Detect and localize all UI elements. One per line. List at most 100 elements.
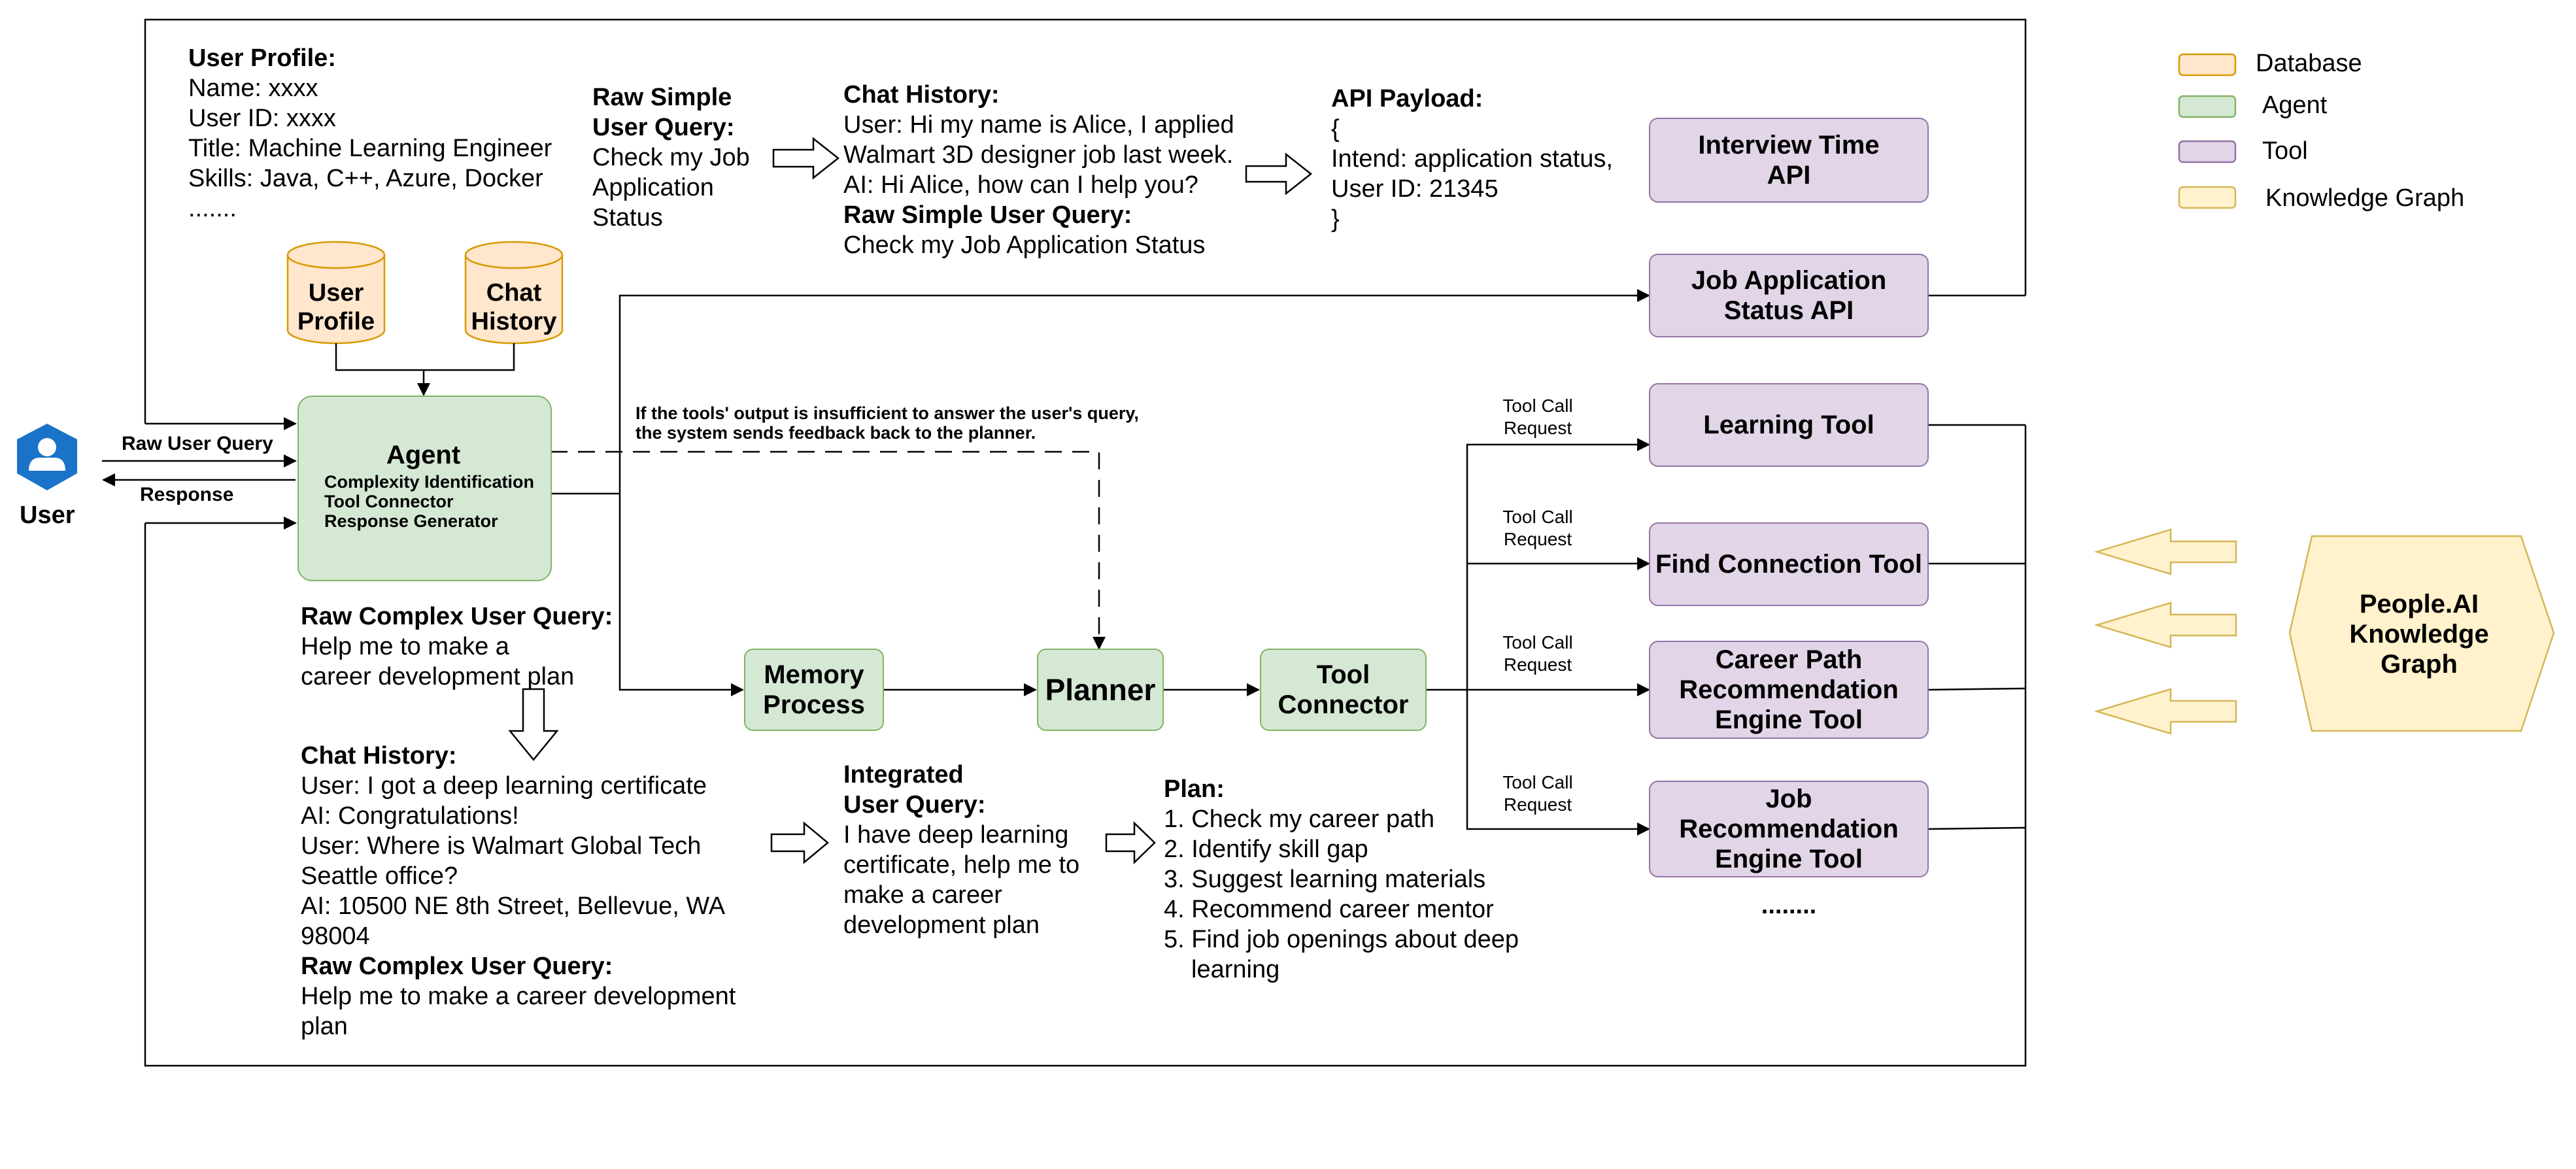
response-label: Response [140, 484, 234, 505]
agent-subitem: Complexity Identification [324, 472, 535, 492]
complex-query-text: Help me to make a career development pla… [301, 633, 575, 690]
complex-chat-query-title: Raw Complex User Query: [301, 953, 613, 980]
profile-title: User Profile: [188, 44, 336, 72]
job-rec-return [1928, 826, 2026, 830]
simple-chat-query-text: Check my Job Application Status [843, 231, 1206, 259]
tool-call-request-label: Tool Call Request [1502, 507, 1573, 549]
integrated-query-text: I have deep learning certificate, help m… [843, 821, 1080, 939]
hollow-arrow-complex-1 [770, 821, 829, 864]
api-payload-block: API Payload: { Intend: application statu… [1331, 84, 1613, 234]
profile-line: User ID: xxxx [188, 105, 336, 132]
complex-query-block: Raw Complex User Query: Help me to make … [301, 601, 628, 692]
legend-label-tool: Tool [2262, 137, 2308, 165]
tool-branch-lines [1466, 443, 1649, 830]
knowledge-graph-hexagon [2288, 535, 2555, 732]
api-payload-line: User ID: 21345 [1331, 175, 1499, 203]
profile-line: Name: xxxx [188, 75, 318, 102]
legend-swatches [2178, 53, 2237, 209]
integrated-query-title: Integrated User Query: [843, 761, 986, 819]
agent-subitem: Tool Connector [324, 492, 454, 511]
integrated-query-block: Integrated User Query: I have deep learn… [843, 760, 1105, 940]
kg-arrow-1 [2093, 528, 2237, 575]
complex-query-title: Raw Complex User Query: [301, 603, 613, 630]
career-tool-return [1928, 687, 2026, 691]
user-label: User [20, 501, 75, 529]
db-user-profile: User Profile [297, 279, 375, 335]
agent-to-memory-branch [549, 492, 735, 691]
plan-block: Plan: 1. Check my career path 2. Identif… [1164, 774, 1582, 985]
db-chat-history: Chat History [471, 279, 557, 335]
tool-call-request-label: Tool Call Request [1502, 772, 1573, 815]
hollow-arrow-simple-2 [1245, 152, 1313, 195]
outer-frame [144, 18, 2027, 1067]
legend-label-database: Database [2256, 50, 2362, 77]
api-payload-title: API Payload: [1331, 85, 1483, 112]
complex-chat-query-text: Help me to make a career development pla… [301, 983, 736, 1040]
plan-step: 4. Recommend career mentor [1164, 896, 1494, 923]
interview-time-api: Interview Time API [1649, 118, 1929, 203]
plan-step: 1. Check my career path [1164, 805, 1434, 833]
agent-to-job-api-branch [619, 294, 1644, 494]
profile-line: Skills: Java, C++, Azure, Docker [188, 165, 543, 192]
kg-arrows [2093, 528, 2237, 735]
api-payload-line: Intend: application status, [1331, 145, 1613, 173]
complex-chat-line: AI: 10500 NE 8th Street, Bellevue, WA 98… [301, 892, 724, 950]
job-recommendation-tool: Job Recommendation Engine Tool [1649, 781, 1929, 877]
career-path-tool: Career Path Recommendation Engine Tool [1649, 641, 1929, 739]
plan-step: 3. Suggest learning materials [1164, 866, 1486, 893]
raw-user-query-label: Raw User Query [122, 433, 273, 454]
legend-label-knowledge-graph: Knowledge Graph [2265, 184, 2465, 212]
complex-chat-title: Chat History: [301, 742, 457, 770]
learning-tool: Learning Tool [1649, 383, 1929, 467]
job-application-status-api: Job Application Status API [1649, 254, 1929, 337]
agent-box [297, 396, 552, 581]
plan-step: 5. Find job openings about deep learning [1164, 926, 1519, 983]
hollow-arrows [508, 137, 1313, 864]
simple-query-block: Raw Simple User Query: Check my Job Appl… [592, 82, 769, 233]
knowledge-graph-label: People.AI Knowledge Graph [2349, 590, 2489, 679]
hollow-arrow-simple-1 [772, 137, 840, 180]
complex-chat-line: AI: Congratulations! [301, 802, 519, 830]
api-payload-line: { [1331, 115, 1340, 143]
simple-chat-line: Walmart 3D designer job last week. [843, 141, 1234, 169]
simple-chat-line: AI: Hi Alice, how can I help you? [843, 171, 1198, 199]
db-to-agent-connector [335, 343, 515, 371]
simple-chat-block: Chat History: User: Hi my name is Alice,… [843, 80, 1234, 260]
api-payload-line: } [1331, 205, 1340, 233]
tool-call-request-label: Tool Call Request [1502, 396, 1573, 438]
hollow-arrow-down [508, 688, 559, 761]
profile-line: Title: Machine Learning Engineer [188, 135, 552, 162]
profile-line: ....... [188, 195, 237, 222]
feedback-note: If the tools' output is insufficient to … [636, 403, 1139, 443]
feedback-note-line: If the tools' output is insufficient to … [636, 403, 1139, 423]
feedback-dashed-line [551, 450, 1100, 646]
profile-block: User Profile: Name: xxxx User ID: xxxx T… [188, 43, 552, 224]
kg-arrow-3 [2093, 688, 2237, 735]
simple-query-title: Raw Simple User Query: [592, 84, 735, 141]
db-user-profile-shape [286, 241, 386, 345]
legend-label-agent: Agent [2262, 92, 2328, 119]
tool-connector-box: Tool Connector [1260, 649, 1427, 731]
plan-step: 2. Identify skill gap [1164, 836, 1368, 863]
plan-title: Plan: [1164, 775, 1225, 803]
agent-subitems: Complexity Identification Tool Connector… [324, 472, 534, 531]
simple-chat-query-title: Raw Simple User Query: [843, 201, 1132, 229]
memory-process-box: Memory Process [744, 649, 884, 731]
complex-chat-block: Chat History: User: I got a deep learnin… [301, 741, 758, 1042]
user-icon [17, 424, 77, 490]
planner-box: Planner [1037, 649, 1164, 731]
agent-subitem: Response Generator [324, 511, 498, 531]
simple-chat-line: User: Hi my name is Alice, I applied [843, 111, 1234, 139]
kg-arrow-2 [2093, 601, 2237, 649]
simple-chat-title: Chat History: [843, 81, 1000, 109]
simple-query-text: Check my Job Application Status [592, 144, 750, 231]
find-connection-tool: Find Connection Tool [1649, 522, 1929, 606]
tool-call-request-label: Tool Call Request [1502, 632, 1573, 675]
hollow-arrow-complex-2 [1105, 821, 1156, 864]
db-chat-history-shape [464, 241, 564, 345]
feedback-note-line: the system sends feedback back to the pl… [636, 423, 1036, 443]
complex-chat-line: User: Where is Walmart Global Tech Seatt… [301, 832, 702, 890]
agent-title: Agent [386, 441, 461, 469]
complex-chat-line: User: I got a deep learning certificate [301, 772, 707, 800]
